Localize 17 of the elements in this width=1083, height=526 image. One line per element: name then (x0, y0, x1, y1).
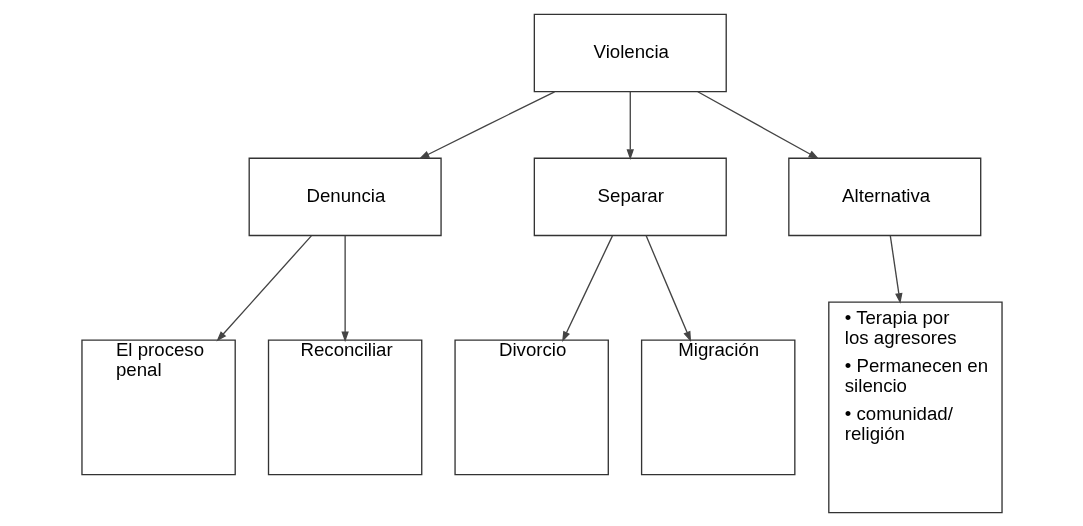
arrow (561, 234, 613, 342)
node-box: • Terapia por los agresores • Permanecen en silencio • comunidad/ religión (827, 300, 1003, 513)
arrow (889, 234, 902, 304)
node-box: El proceso penal (80, 338, 236, 475)
node-box: Alternativa (787, 157, 981, 236)
node-box: Denuncia (248, 157, 442, 236)
node-box: Violencia (533, 13, 727, 92)
node-box: Separar (533, 157, 727, 236)
node-box: Divorcio (453, 338, 609, 475)
arrow (340, 234, 349, 342)
node-box: Migración (640, 338, 795, 475)
arrow (418, 90, 555, 159)
arrow (626, 90, 634, 160)
arrow (696, 90, 819, 159)
node-box: Reconciliar (267, 338, 422, 475)
arrow (215, 234, 312, 342)
arrow (645, 234, 691, 342)
